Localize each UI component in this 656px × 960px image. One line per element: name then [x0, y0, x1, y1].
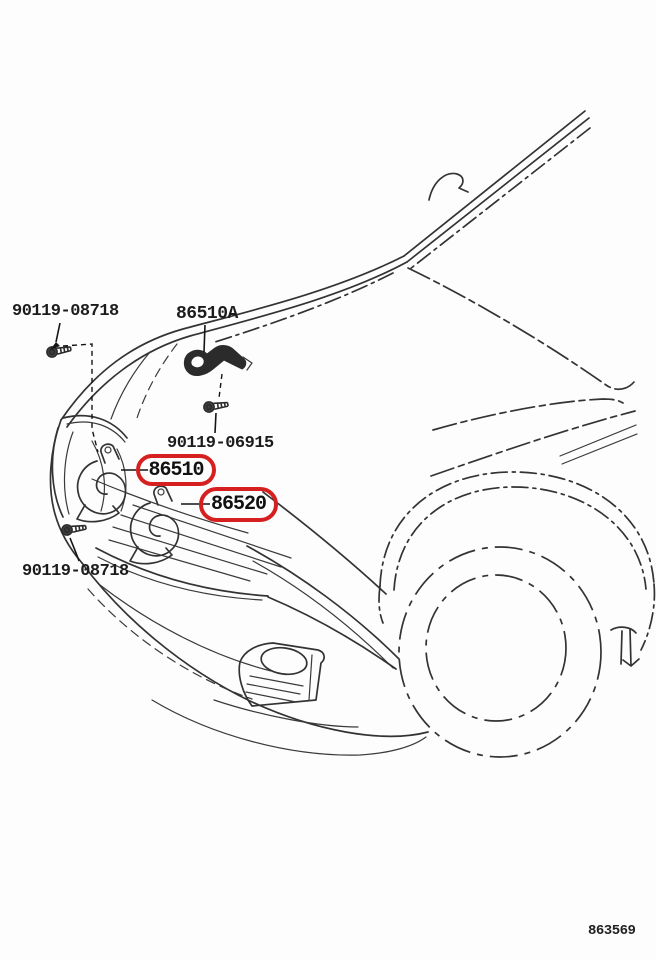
bolt-middle-icon — [203, 401, 229, 413]
mirror-outline — [428, 172, 469, 201]
front-bumper-drawing — [49, 419, 429, 756]
bracket-86510a-drawing — [183, 345, 253, 377]
headlight-drawing — [51, 414, 128, 518]
horn-86510-drawing — [76, 443, 127, 523]
figure-number: 863569 — [588, 923, 636, 939]
part-number-90119-06915: 90119-06915 — [167, 434, 274, 453]
bolt-lower-left-icon — [61, 524, 87, 536]
grille-drawing — [91, 478, 397, 670]
front-wheel-drawing — [378, 471, 656, 758]
car-body-outline — [60, 110, 638, 595]
fog-lamp-drawing — [238, 642, 325, 707]
part-number-86510a: 86510A — [176, 304, 238, 324]
part-badge-86510[interactable]: 86510 — [136, 454, 216, 486]
mudguard-hook — [610, 626, 637, 634]
part-number-90119-08718-upper: 90119-08718 — [12, 302, 119, 321]
part-badge-86520[interactable]: 86520 — [199, 487, 278, 522]
part-number-90119-08718-lower: 90119-08718 — [22, 562, 129, 581]
bolt-upper-left-icon — [46, 346, 72, 358]
horn-86520-drawing — [129, 485, 180, 565]
